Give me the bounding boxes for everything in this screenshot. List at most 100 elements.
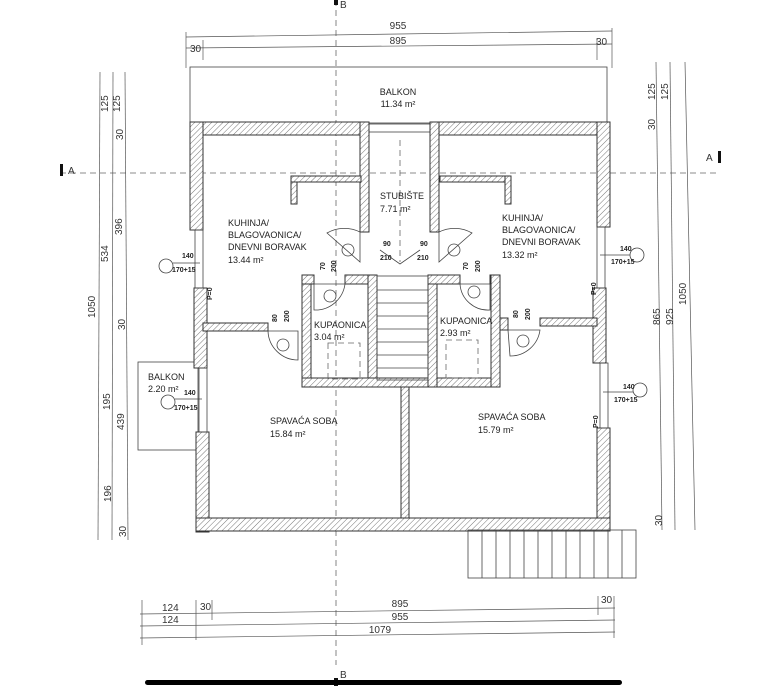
svg-text:124: 124: [162, 603, 179, 614]
window-tag-left-bottom: 140 170+15: [160, 390, 202, 412]
svg-text:955: 955: [392, 612, 409, 623]
svg-text:KUHINJA/: KUHINJA/: [502, 213, 544, 223]
staircase: [376, 140, 429, 381]
svg-text:125: 125: [100, 95, 111, 112]
svg-text:125: 125: [660, 83, 671, 100]
svg-text:125: 125: [647, 83, 658, 100]
svg-text:30: 30: [601, 595, 613, 606]
svg-text:895: 895: [392, 599, 409, 610]
svg-text:30: 30: [190, 44, 202, 55]
room-stubiste: STUBIŠTE 7.71 m²: [380, 191, 424, 214]
svg-text:70: 70: [463, 262, 470, 270]
home-indicator: [145, 680, 622, 685]
svg-text:2.93 m²: 2.93 m²: [440, 328, 471, 338]
svg-text:DNEVNI BORAVAK: DNEVNI BORAVAK: [228, 242, 307, 252]
svg-text:534: 534: [100, 245, 111, 262]
svg-text:13.44 m²: 13.44 m²: [228, 255, 264, 265]
window-tag-left-top: 140 170+15 P=0: [158, 253, 214, 300]
svg-text:210: 210: [380, 255, 392, 262]
section-a-label-left: A: [68, 166, 75, 177]
dimensions-right: 125 125 30 865 925 1050 30: [647, 61, 696, 531]
svg-text:30: 30: [118, 525, 129, 537]
room-name: BALKON: [380, 87, 417, 97]
svg-text:140: 140: [623, 384, 635, 391]
svg-text:125: 125: [112, 95, 123, 112]
window-tag-right-bottom: 140 170+15 P=0: [593, 382, 648, 428]
svg-text:200: 200: [525, 308, 532, 320]
svg-text:P=0: P=0: [593, 415, 600, 428]
dimensions-bottom: 124 30 895 30 124 955 1079: [139, 595, 616, 645]
dimensions-top: 955 895 30 30: [185, 21, 613, 68]
svg-text:KUPAONICA: KUPAONICA: [440, 316, 492, 326]
svg-text:80: 80: [513, 310, 520, 318]
room-spavaca-left: SPAVAĆA SOBA 15.84 m²: [270, 416, 338, 439]
svg-text:170+15: 170+15: [614, 397, 638, 404]
svg-text:80: 80: [272, 314, 279, 322]
exterior-steps: [467, 529, 637, 579]
svg-text:200: 200: [284, 310, 291, 322]
svg-text:439: 439: [116, 413, 127, 430]
svg-text:15.79 m²: 15.79 m²: [478, 425, 514, 435]
svg-text:1050: 1050: [678, 282, 689, 305]
svg-text:30: 30: [117, 318, 128, 330]
balcony-top: [189, 66, 608, 124]
svg-text:90: 90: [420, 241, 428, 248]
room-area: 11.34 m²: [381, 99, 416, 109]
svg-text:SPAVAĆA SOBA: SPAVAĆA SOBA: [270, 416, 338, 426]
section-b-label-bottom: B: [340, 670, 347, 681]
room-spavaca-right: SPAVAĆA SOBA 15.79 m²: [478, 412, 546, 435]
svg-text:895: 895: [390, 36, 407, 47]
svg-text:P=0: P=0: [591, 282, 598, 295]
svg-text:200: 200: [475, 260, 482, 272]
svg-text:7.71 m²: 7.71 m²: [380, 204, 411, 214]
svg-text:30: 30: [654, 514, 665, 526]
svg-text:KUPAONICA: KUPAONICA: [314, 320, 366, 330]
section-a-label-right: A: [706, 153, 713, 164]
svg-text:30: 30: [115, 128, 126, 140]
svg-text:396: 396: [114, 218, 125, 235]
svg-text:140: 140: [620, 246, 632, 253]
svg-text:SPAVAĆA SOBA: SPAVAĆA SOBA: [478, 412, 546, 422]
room-name: BALKON: [148, 372, 185, 382]
svg-text:1079: 1079: [369, 625, 392, 636]
svg-text:925: 925: [665, 308, 676, 325]
room-kuhinja-right: KUHINJA/ BLAGOVAONICA/ DNEVNI BORAVAK 13…: [502, 213, 581, 260]
balcony-left: [137, 361, 199, 451]
svg-text:3.04 m²: 3.04 m²: [314, 332, 345, 342]
svg-text:200: 200: [331, 260, 338, 272]
room-kuhinja-left: KUHINJA/ BLAGOVAONICA/ DNEVNI BORAVAK 13…: [228, 218, 307, 265]
svg-text:170+15: 170+15: [174, 405, 198, 412]
window-tag-right-top: 140 170+15 P=0: [591, 246, 645, 295]
svg-text:DNEVNI BORAVAK: DNEVNI BORAVAK: [502, 237, 581, 247]
svg-text:1050: 1050: [87, 295, 98, 318]
svg-text:BLAGOVAONICA/: BLAGOVAONICA/: [228, 230, 302, 240]
svg-text:P=0: P=0: [207, 287, 214, 300]
svg-text:195: 195: [102, 393, 113, 410]
svg-text:865: 865: [652, 308, 663, 325]
dimensions-left: 125 125 30 534 396 1050 30 195 439 196 3…: [87, 71, 129, 541]
svg-text:BLAGOVAONICA/: BLAGOVAONICA/: [502, 225, 576, 235]
svg-text:90: 90: [383, 241, 391, 248]
svg-text:196: 196: [103, 485, 114, 502]
room-kupaonica-left: KUPAONICA 3.04 m²: [314, 320, 366, 380]
section-b-label-top: B: [340, 0, 347, 11]
svg-text:170+15: 170+15: [172, 267, 196, 274]
svg-text:30: 30: [200, 602, 212, 613]
svg-text:170+15: 170+15: [611, 259, 635, 266]
svg-text:STUBIŠTE: STUBIŠTE: [380, 191, 424, 201]
svg-text:124: 124: [162, 615, 179, 626]
outer-walls: [189, 121, 611, 533]
svg-text:210: 210: [417, 255, 429, 262]
svg-text:KUHINJA/: KUHINJA/: [228, 218, 270, 228]
svg-text:30: 30: [647, 118, 658, 130]
section-line-a: A A: [60, 151, 721, 177]
svg-text:140: 140: [184, 390, 196, 397]
svg-text:70: 70: [320, 262, 327, 270]
svg-text:140: 140: [182, 253, 194, 260]
interior-walls: [202, 121, 598, 519]
svg-text:13.32 m²: 13.32 m²: [502, 250, 538, 260]
room-area: 2.20 m²: [148, 384, 179, 394]
doors: 90 210 90 210 70 200 70 200 80 200 80 20…: [267, 227, 541, 361]
svg-text:955: 955: [390, 21, 407, 32]
